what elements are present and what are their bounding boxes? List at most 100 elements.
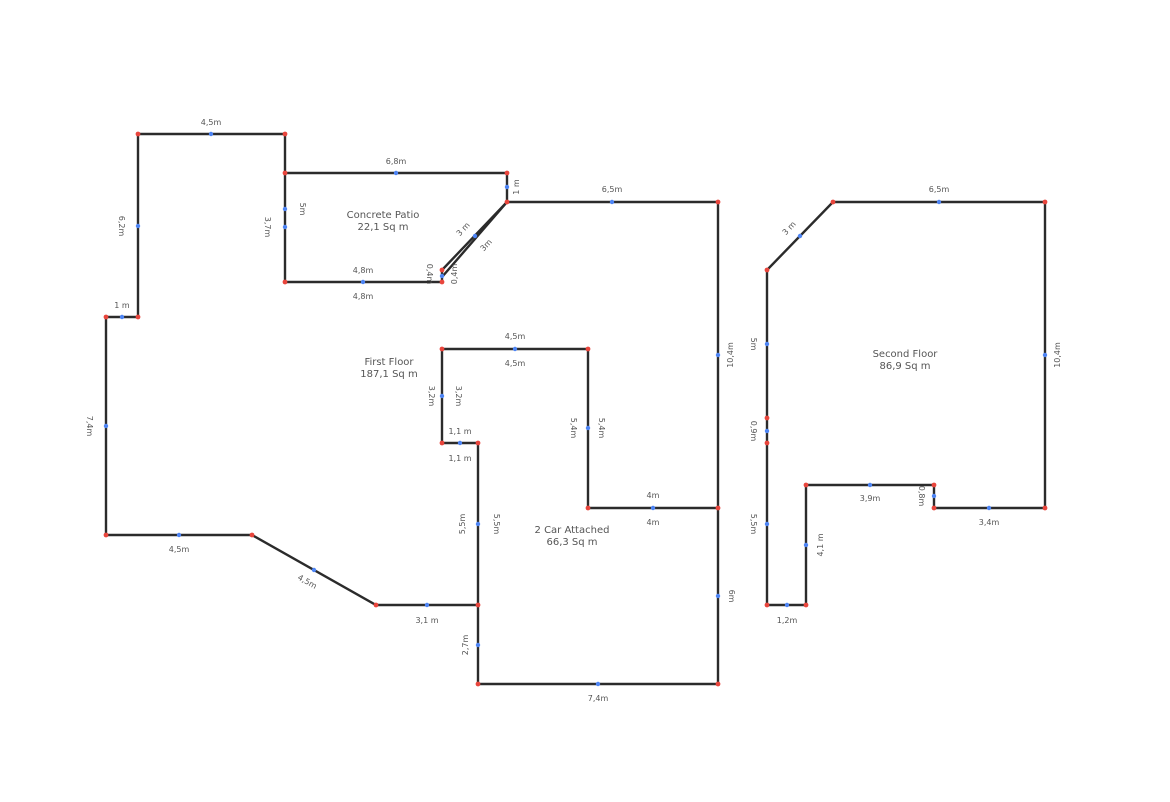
midpoint-marker[interactable] [208,131,214,137]
midpoint-marker[interactable] [797,233,803,239]
midpoint-marker[interactable] [103,423,109,429]
room-area: 66,3 Sq m [546,537,597,548]
dimension-label: 4,5m [169,545,190,554]
midpoint-marker[interactable] [609,199,615,205]
dimension-label: 4m [647,491,660,500]
dimension-label: 10,4m [726,342,735,368]
corner-marker[interactable] [475,440,481,446]
dimension-label: 1,1 m [448,454,471,463]
dimension-label: 3,7m [263,217,272,238]
corner-marker[interactable] [585,346,591,352]
corner-marker[interactable] [439,279,445,285]
dimension-label: 4m [647,518,660,527]
midpoint-marker[interactable] [585,425,591,431]
corner-marker[interactable] [764,602,770,608]
dimension-label: 1 m [512,179,521,195]
midpoint-marker[interactable] [475,521,481,527]
corner-marker[interactable] [764,415,770,421]
corner-marker[interactable] [135,314,141,320]
corner-marker[interactable] [103,314,109,320]
dimension-label: 7,4m [588,694,609,703]
corner-marker[interactable] [803,602,809,608]
corner-marker[interactable] [504,170,510,176]
midpoint-marker[interactable] [504,184,510,190]
midpoint-marker[interactable] [764,341,770,347]
dimension-label: 0,8m [917,486,926,507]
room-name: Concrete Patio [347,210,420,221]
midpoint-marker[interactable] [986,505,992,511]
corner-marker[interactable] [585,505,591,511]
corner-marker[interactable] [715,505,721,511]
midpoint-marker[interactable] [715,352,721,358]
dimension-label: 3 m [781,219,798,237]
corner-marker[interactable] [715,199,721,205]
corner-marker[interactable] [830,199,836,205]
corner-marker[interactable] [439,346,445,352]
midpoint-marker[interactable] [764,521,770,527]
corner-marker[interactable] [475,602,481,608]
corner-marker[interactable] [764,440,770,446]
midpoint-marker[interactable] [424,602,430,608]
dimension-label: 3,4m [979,518,1000,527]
midpoint-marker[interactable] [393,170,399,176]
midpoint-marker[interactable] [595,681,601,687]
midpoint-marker[interactable] [311,567,317,573]
dimension-label: 5,4m [597,418,606,439]
corner-marker[interactable] [715,681,721,687]
midpoint-marker[interactable] [784,602,790,608]
corner-marker[interactable] [1042,199,1048,205]
midpoint-marker[interactable] [936,199,942,205]
corner-marker[interactable] [439,267,445,273]
midpoint-marker[interactable] [439,273,445,279]
corner-marker[interactable] [282,170,288,176]
midpoint-marker[interactable] [475,642,481,648]
midpoint-marker[interactable] [715,593,721,599]
dimension-label: 0,4m [450,264,459,285]
room-area: 86,9 Sq m [879,361,930,372]
dimension-label: 5,5m [492,514,501,535]
corner-marker[interactable] [931,505,937,511]
corner-marker[interactable] [439,440,445,446]
dimension-label: 3m [478,237,494,253]
dimension-label: 4,5m [201,118,222,127]
corner-marker[interactable] [1042,505,1048,511]
corner-marker[interactable] [504,199,510,205]
corner-marker[interactable] [931,482,937,488]
dimension-label: 4,5m [505,332,526,341]
corner-marker[interactable] [103,532,109,538]
room-area: 187,1 Sq m [360,369,417,380]
dimension-label: 6m [727,590,736,603]
midpoint-marker[interactable] [282,224,288,230]
midpoint-marker[interactable] [472,233,478,239]
corner-marker[interactable] [282,279,288,285]
corner-marker[interactable] [803,482,809,488]
corner-marker[interactable] [475,681,481,687]
midpoint-marker[interactable] [1042,352,1048,358]
room-labels: Concrete Patio 22,1 Sq m First Floor 187… [347,210,939,548]
corner-marker[interactable] [373,602,379,608]
midpoint-marker[interactable] [176,532,182,538]
midpoint-marker[interactable] [764,428,770,434]
midpoint-marker[interactable] [650,505,656,511]
dimension-label: 6,2m [117,216,126,237]
midpoint-marker[interactable] [135,223,141,229]
midpoint-marker[interactable] [119,314,125,320]
garage-wall[interactable] [440,347,720,607]
midpoint-marker[interactable] [439,393,445,399]
corner-marker[interactable] [282,131,288,137]
midpoint-marker[interactable] [457,440,463,446]
midpoint-marker[interactable] [512,346,518,352]
room-name: Second Floor [873,349,939,360]
midpoint-marker[interactable] [803,542,809,548]
midpoint-marker[interactable] [931,493,937,499]
midpoint-marker[interactable] [360,279,366,285]
dimension-label: 3 m [455,220,472,238]
second-floor-walls[interactable] [765,200,1047,607]
corner-marker[interactable] [135,131,141,137]
midpoint-marker[interactable] [867,482,873,488]
midpoint-markers [103,131,1048,687]
corner-marker[interactable] [249,532,255,538]
corner-marker[interactable] [764,267,770,273]
midpoint-marker[interactable] [282,206,288,212]
